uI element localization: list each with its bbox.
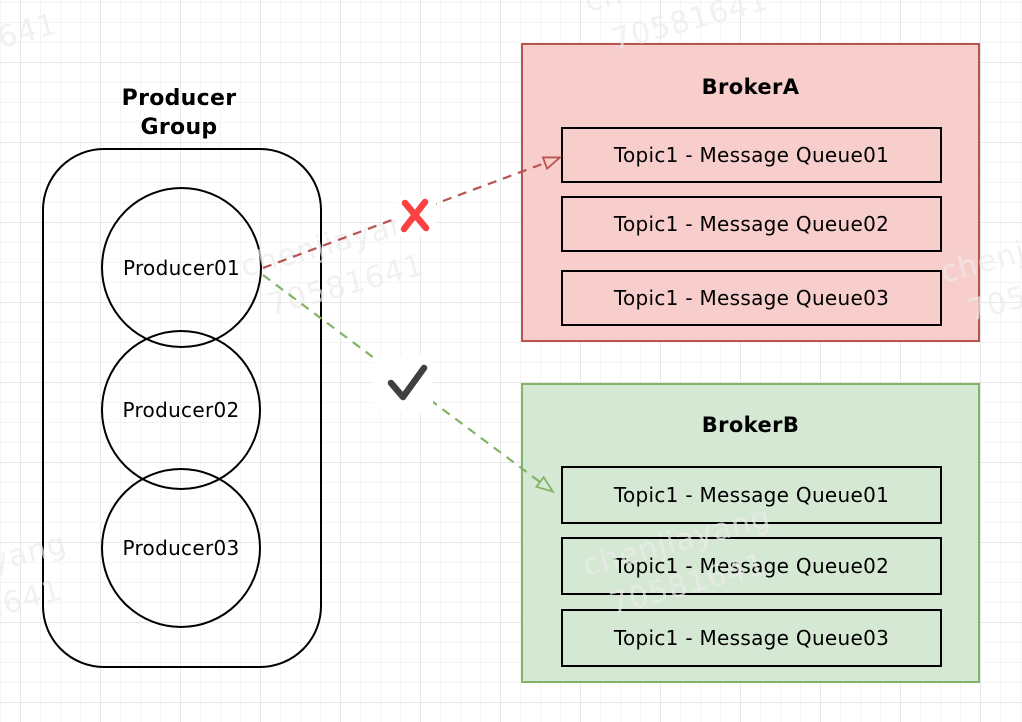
producer02-label: Producer02 xyxy=(122,398,240,422)
broker-a-queue-2-label: Topic1 - Message Queue02 xyxy=(613,212,890,236)
broker-a-queue-1[interactable]: Topic1 - Message Queue01 xyxy=(561,127,942,183)
watermark-text: chenjiayang 70581641 xyxy=(0,0,66,83)
broker-b-queue-3[interactable]: Topic1 - Message Queue03 xyxy=(561,609,942,667)
broker-a-queue-2[interactable]: Topic1 - Message Queue02 xyxy=(561,196,942,252)
producer02-node[interactable]: Producer02 xyxy=(101,330,261,490)
producer-group-title: Producer Group xyxy=(121,86,237,140)
producer03-label: Producer03 xyxy=(122,536,240,560)
cross-mark-icon xyxy=(400,198,430,233)
broker-b-queue-2[interactable]: Topic1 - Message Queue02 xyxy=(561,537,942,595)
producer01-label: Producer01 xyxy=(122,255,241,280)
broker-a-queue-3[interactable]: Topic1 - Message Queue03 xyxy=(561,270,942,326)
broker-b-panel[interactable]: BrokerB Topic1 - Message Queue01 Topic1 … xyxy=(521,383,980,683)
producer01-node[interactable]: Producer01 xyxy=(101,187,262,348)
broker-b-queue-3-label: Topic1 - Message Queue03 xyxy=(613,626,890,650)
broker-a-title: BrokerA xyxy=(701,75,800,99)
check-mark-halo xyxy=(373,355,433,413)
broker-b-title: BrokerB xyxy=(701,413,800,437)
broker-a-panel[interactable]: BrokerA Topic1 - Message Queue01 Topic1 … xyxy=(521,43,980,342)
broker-b-queue-2-label: Topic1 - Message Queue02 xyxy=(613,554,890,578)
cross-mark-halo xyxy=(396,196,436,236)
broker-a-queue-1-label: Topic1 - Message Queue01 xyxy=(613,143,890,167)
broker-b-queue-1-label: Topic1 - Message Queue01 xyxy=(613,483,890,507)
broker-b-queue-1[interactable]: Topic1 - Message Queue01 xyxy=(561,466,942,524)
producer03-node[interactable]: Producer03 xyxy=(101,468,261,628)
broker-a-queue-3-label: Topic1 - Message Queue03 xyxy=(613,286,890,310)
check-mark-icon xyxy=(387,364,428,401)
